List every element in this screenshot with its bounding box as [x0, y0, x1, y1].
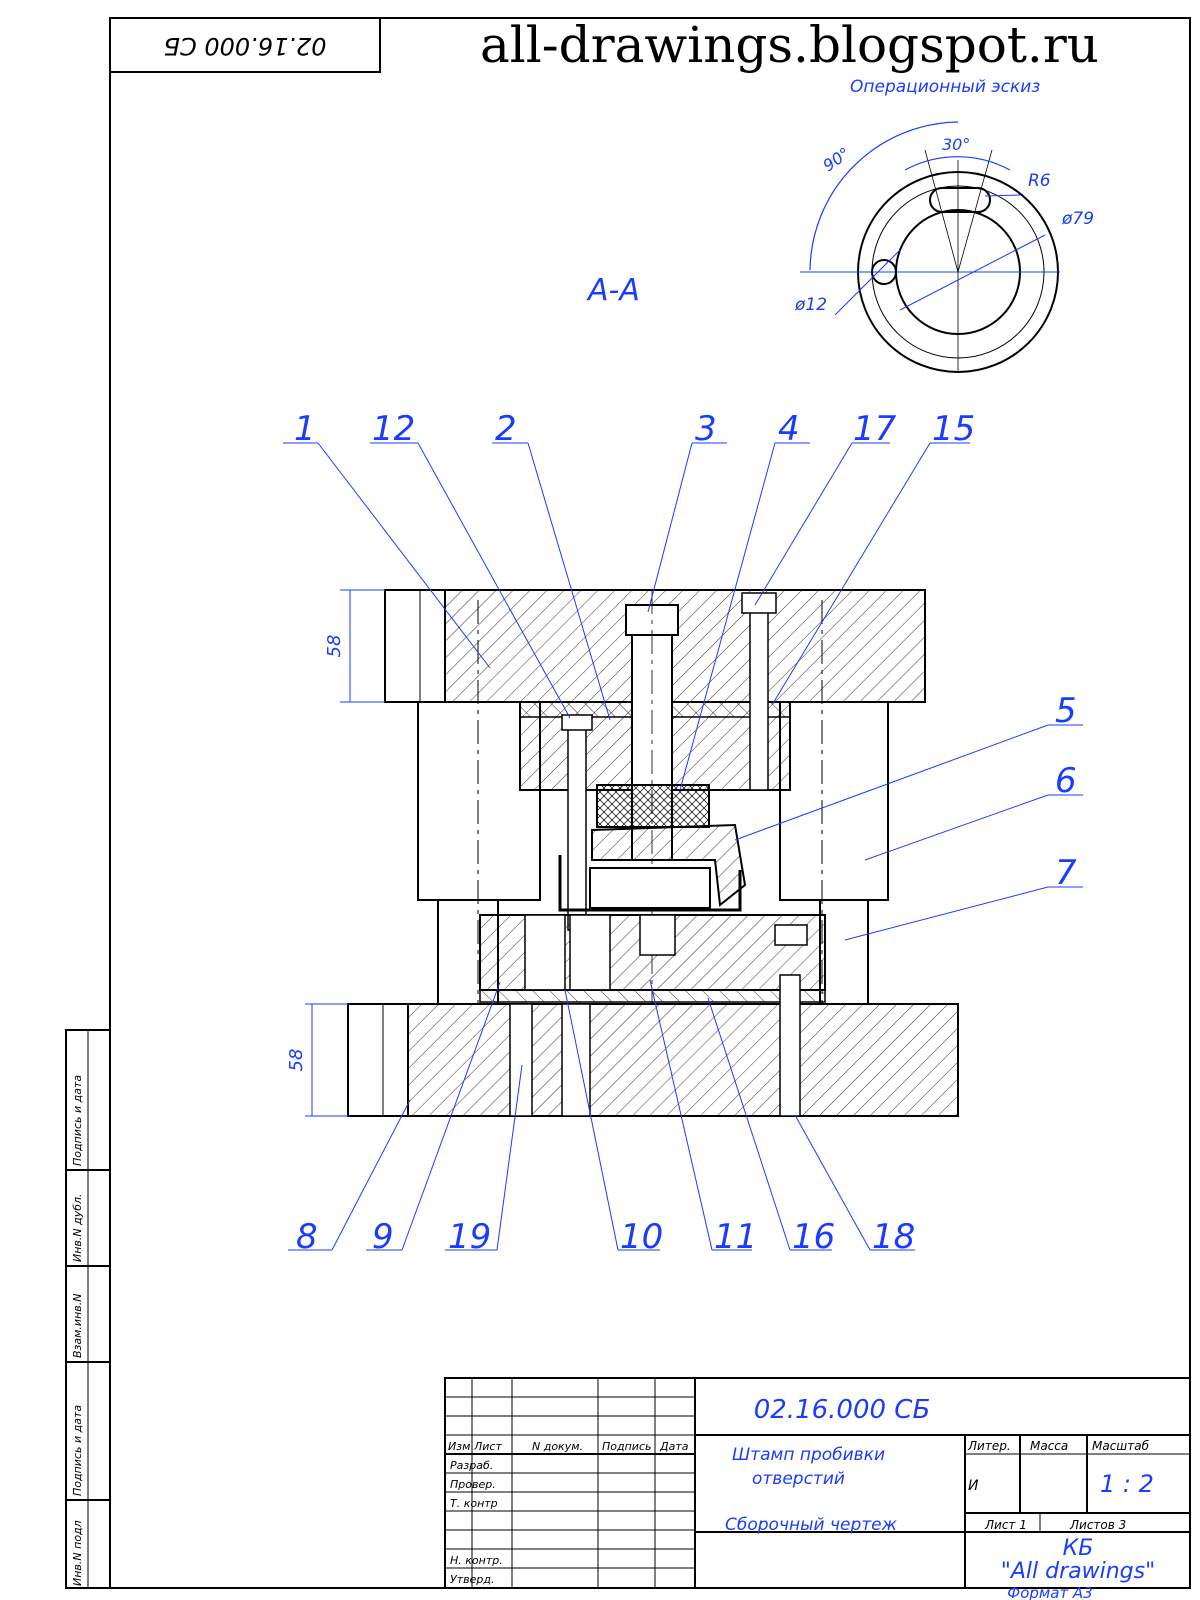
callout-9: 9 [372, 1217, 394, 1257]
dimension-top: 58 [324, 589, 385, 703]
format-label: Формат А3 [1007, 1584, 1092, 1600]
dim-bottom-58: 58 [286, 1049, 307, 1072]
corner-code-box [109, 17, 381, 73]
col-izm: Изм [448, 1440, 470, 1453]
col-ndokum: N докум. [532, 1440, 583, 1453]
stamp-vzam: Взам.инв.N [71, 1294, 84, 1358]
callout-15: 15 [932, 409, 975, 449]
sketch-radius: R6 [1028, 171, 1051, 191]
callout-17: 17 [853, 409, 897, 449]
leader-lines [283, 442, 1083, 1251]
scale-value: 1 : 2 [1100, 1470, 1154, 1498]
row-nkontr: Н. контр. [450, 1554, 503, 1567]
sheets-total: Листов 3 [1069, 1518, 1126, 1532]
callout-19: 19 [448, 1217, 491, 1257]
callout-12: 12 [372, 409, 415, 449]
masshtab-label: Масштаб [1092, 1439, 1150, 1453]
sketch-diameter-outer: ø79 [1061, 209, 1094, 229]
callout-3: 3 [695, 409, 717, 449]
callout-5: 5 [1055, 691, 1077, 731]
stamp-inv-podl: Инв.N подл [71, 1520, 84, 1586]
col-podpis: Подпись [602, 1440, 651, 1453]
dim-top-58: 58 [324, 635, 345, 658]
watermark-text: all-drawings.blogspot.ru [480, 16, 1099, 74]
callout-2: 2 [495, 409, 517, 449]
callout-10: 10 [620, 1217, 663, 1257]
callout-4: 4 [778, 409, 800, 449]
col-data: Дата [659, 1440, 689, 1453]
assembly-section [347, 589, 959, 1117]
callout-18: 18 [872, 1217, 915, 1257]
sketch-angle-30: 30° [942, 135, 970, 154]
stamp-inv-dubl: Инв.N дубл. [71, 1193, 84, 1262]
sketch-title: Операционный эскиз [850, 77, 1040, 97]
col-list: Лист [473, 1440, 502, 1453]
callout-6: 6 [1055, 761, 1077, 801]
dimension-bottom: 58 [286, 1003, 348, 1117]
title-block [444, 1377, 1191, 1589]
callouts-bottom: 8 9 19 10 11 16 18 [296, 1217, 915, 1257]
row-tkontr: Т. контр [450, 1497, 498, 1510]
name-line2: отверстий [752, 1469, 845, 1489]
row-prover: Провер. [450, 1478, 496, 1491]
row-razrab: Разраб. [450, 1459, 493, 1472]
sketch-angle-90: 90° [819, 143, 853, 175]
callout-7: 7 [1055, 853, 1077, 893]
section-label: А-А [586, 273, 640, 308]
sketch-diameter-hole: ø12 [794, 295, 827, 315]
callouts-right: 5 6 7 [1055, 691, 1077, 893]
callout-11: 11 [714, 1217, 757, 1257]
litera-label: Литер. [967, 1439, 1011, 1453]
callout-8: 8 [296, 1217, 318, 1257]
org-line1: КБ [1063, 1536, 1094, 1561]
corner-doc-code: 02.16.000 СБ [164, 32, 327, 60]
name-line1: Штамп пробивки [732, 1445, 885, 1465]
designation: 02.16.000 СБ [754, 1395, 931, 1425]
sheet-number: Лист 1 [984, 1518, 1027, 1532]
callouts-top: 1 12 2 3 4 17 15 [294, 409, 975, 449]
title-block-text: Изм Лист N докум. Подпись Дата Разраб. П… [448, 1395, 1155, 1600]
stamp-podpis-2: Подпись и дата [71, 1075, 84, 1166]
stamp-podpis-1: Подпись и дата [71, 1405, 84, 1496]
org-line2: "All drawings" [1001, 1559, 1155, 1584]
operational-sketch: Операционный эскиз 90° 30° R6 ø79 ø12 [794, 77, 1094, 373]
callout-1: 1 [294, 409, 316, 449]
side-stamp: Инв.N подл Подпись и дата Взам.инв.N Инв… [65, 1029, 111, 1589]
callout-16: 16 [792, 1217, 835, 1257]
massa-label: Масса [1030, 1439, 1068, 1453]
row-utverd: Утверд. [450, 1573, 494, 1586]
doc-type: Сборочный чертеж [725, 1515, 898, 1535]
litera-value: И [968, 1478, 979, 1494]
